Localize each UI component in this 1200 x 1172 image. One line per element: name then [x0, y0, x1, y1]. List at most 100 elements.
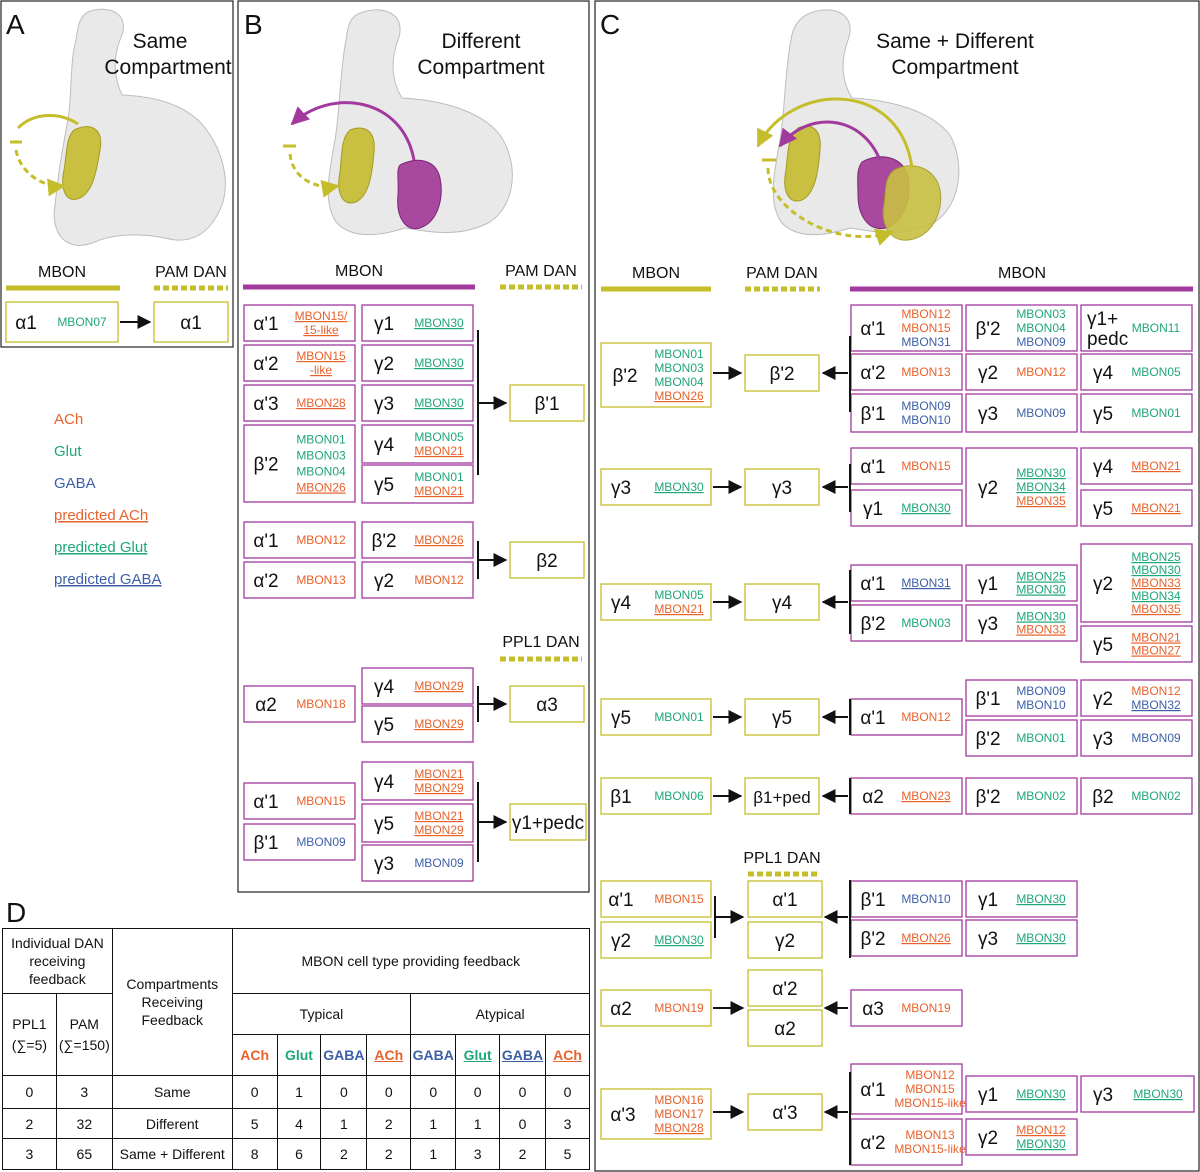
panel-c-r2-right-2-mbon: MBON30	[1131, 563, 1181, 577]
panel-c-r1-right-1-box-frame	[965, 447, 1078, 527]
panel-b-g1-6-mbon: MBON03	[296, 449, 346, 463]
panel-c-r1-right-3-compartment: γ1	[863, 499, 883, 520]
header-compartments-receiving: Compartments Receiving Feedback	[111, 927, 233, 1077]
panel-b-g4-1-box-frame	[243, 823, 356, 861]
panel-c-r7-right-1-box-frame	[965, 1075, 1078, 1113]
panel-c-r6-dan-a2p-label: α'2	[772, 979, 797, 1000]
header-individual-dan: Individual DAN receiving feedback	[2, 927, 113, 995]
panel-c-r1-right-2-compartment: γ4	[1093, 457, 1114, 478]
panel-b-g2-0-mbon: MBON12	[296, 533, 346, 547]
header-pam-sum: (∑=150)	[58, 1036, 110, 1053]
panel-b-g3-2-mbon: MBON29	[414, 717, 464, 731]
panel-c-r1-right-4-compartment: γ5	[1093, 499, 1113, 520]
panel-c-r0-left-compartment: β'2	[612, 366, 637, 387]
panel-b-g1-6-compartment: β'2	[253, 455, 278, 476]
panel-c-mbon-left-header: MBON	[632, 265, 680, 282]
panel-c-r2-right-2-mbon: MBON25	[1131, 550, 1181, 564]
panel-c-r2-right-2-mbon: MBON33	[1131, 576, 1181, 590]
panel-b-g1-6-mbon: MBON04	[296, 465, 346, 479]
panel-b-g1-0-box-frame	[243, 304, 356, 342]
panel-b-g3-2-compartment: γ5	[374, 715, 394, 736]
panel-c-r2-right-2-box-frame	[1080, 543, 1193, 623]
panel-c-r0-right-2-compartment: γ1+	[1087, 309, 1118, 330]
panel-c-r1-right-2-box-frame	[1080, 447, 1193, 485]
panel-c-r7-right-2-mbon: MBON30	[1133, 1087, 1183, 1101]
panel-b-dan-b1: β'1	[509, 384, 585, 422]
legend-item-glut: Glut	[54, 443, 82, 460]
panel-c-r3-dan-frame	[744, 698, 820, 736]
panel-c-r4-left-compartment: β1	[610, 787, 632, 808]
cell-count: 1	[410, 1107, 457, 1140]
panel-c-ppl1-header: PPL1 DAN	[743, 850, 820, 867]
cell-compartments: Same + Different	[111, 1138, 233, 1170]
panel-b-dan-g1pedc: γ1+pedc	[509, 803, 587, 841]
panel-c-r1-dan: γ3	[744, 468, 820, 506]
panel-c-r0-right-4-compartment: γ2	[978, 363, 998, 384]
panel-b-dan-a3-label: α3	[536, 695, 558, 716]
panel-c-r7-right-3-box-frame	[850, 1118, 963, 1166]
panel-c-r0-right-2-compartment: pedc	[1087, 329, 1128, 350]
panel-c-r4-right-2-box-frame	[1080, 777, 1193, 815]
panel-c-r0-left-mbon: MBON26	[654, 389, 704, 403]
cell-count: 5	[545, 1138, 590, 1170]
cell-compartments: Same	[111, 1075, 233, 1109]
header-atypical: Atypical	[410, 993, 590, 1036]
cell-count: 0	[455, 1075, 501, 1109]
panel-c-r6-dan-a2-label: α2	[774, 1019, 796, 1040]
panel-c-r2-right-0-mbon: MBON31	[901, 576, 951, 590]
cell-count: 1	[320, 1107, 368, 1140]
panel-c-r5-left-0-box-frame	[600, 880, 712, 918]
panel-b-g1-7-box-frame	[361, 424, 474, 464]
panel-c-r6-left-mbon: MBON19	[654, 1001, 704, 1015]
panel-c-r5-right-1-compartment: γ1	[978, 890, 998, 911]
cell-ppl1: 2	[2, 1107, 57, 1140]
panel-c-r2-left-mbon: MBON21	[654, 602, 704, 616]
panel-b-g4-3-mbon: MBON21	[414, 809, 464, 823]
panel-c-frame	[594, 0, 1200, 1172]
panel-c-r3-right-0-box-frame	[850, 698, 963, 736]
panel-c-r0-right-3-mbon: MBON13	[901, 365, 951, 379]
panel-c-r1-right-0-mbon: MBON15	[901, 459, 951, 473]
panel-b-g1-1-compartment: γ1	[374, 314, 394, 335]
panel-c-r0-right-1-mbon: MBON09	[1016, 335, 1066, 349]
panel-b-g4-0-mbon: MBON15	[296, 794, 346, 808]
panel-b-g4-2-compartment: γ4	[374, 772, 395, 793]
brain-render-b	[283, 9, 513, 236]
panel-c-r6-right-0-box-frame	[850, 989, 963, 1027]
panel-c-r6-dan-a2-frame	[747, 1009, 823, 1047]
panel-b-g1-2-mbon: -like	[310, 363, 332, 377]
panel-c-r2-right-3-compartment: β'2	[860, 614, 885, 635]
panel-c-r5-left-0-compartment: α'1	[608, 890, 633, 911]
cell-count: 5	[231, 1107, 278, 1140]
panel-c-r3-right-1-mbon: MBON09	[1016, 684, 1066, 698]
panel-b-g1-4-compartment: α'3	[253, 394, 278, 415]
panel-c-r0-right-8-compartment: γ5	[1093, 404, 1113, 425]
cell-compartments: Different	[111, 1107, 233, 1140]
panel-b-g2-2-box-frame	[243, 561, 356, 599]
panel-c-r5-left-1-box-frame	[600, 921, 712, 959]
panel-c-r0-right-1-mbon: MBON03	[1016, 307, 1066, 321]
panel-c-r3-right-3-compartment: β'2	[975, 729, 1000, 750]
panel-c-r0-right-0-mbon: MBON15	[901, 321, 951, 335]
panel-c-r3-dan: γ5	[744, 698, 820, 736]
panel-c-r5-dan-a1-label: α'1	[772, 890, 797, 911]
column-header-gaba: GABA	[320, 1034, 368, 1077]
panel-a-mbon-compartment: α1	[15, 313, 37, 334]
